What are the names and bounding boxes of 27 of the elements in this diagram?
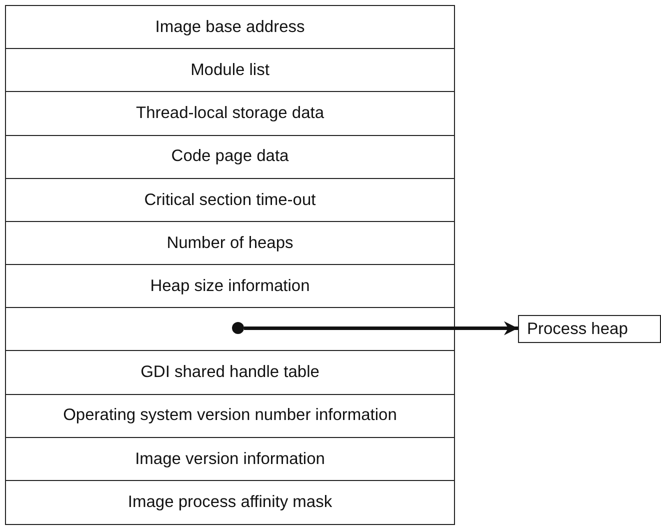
row-label: Image version information — [135, 450, 325, 469]
table-row — [5, 264, 455, 309]
connector-dot — [232, 322, 244, 334]
row-label: Image process affinity mask — [128, 492, 332, 512]
table-row — [5, 134, 455, 180]
table-row — [5, 480, 455, 525]
arrow — [244, 321, 518, 336]
row-label: Heap size information — [150, 276, 310, 296]
row-label: Operating system version number information — [63, 406, 397, 426]
row-label: Critical section time-out — [144, 190, 316, 210]
row-label: Process heap — [527, 320, 628, 338]
table-row — [5, 178, 455, 222]
table-row — [5, 91, 455, 136]
table-row — [5, 350, 455, 396]
table-row — [5, 436, 455, 482]
table-row — [5, 394, 455, 438]
row-label: Image base address — [155, 18, 305, 37]
table-row — [5, 5, 455, 50]
row-label: Thread-local storage data — [136, 104, 324, 124]
row-label: Number of heaps — [166, 234, 294, 253]
table-row — [5, 307, 455, 352]
process-box — [518, 315, 661, 343]
table-row — [5, 48, 455, 93]
row-label: Module list — [190, 60, 270, 80]
table-row — [5, 220, 455, 266]
row-label: Code page data — [171, 147, 289, 166]
row-label: GDI shared handle table — [140, 363, 320, 382]
